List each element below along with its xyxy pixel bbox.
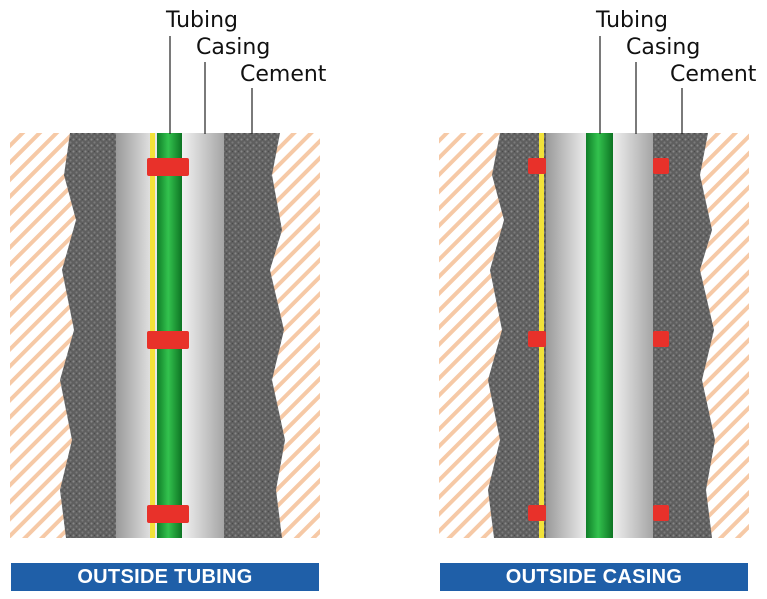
left-panel: Tubing Casing Cement bbox=[10, 8, 327, 538]
clamp bbox=[528, 331, 546, 347]
clamp bbox=[147, 158, 189, 176]
clamp bbox=[653, 505, 669, 521]
clamp bbox=[528, 158, 546, 174]
outside-casing-banner: OUTSIDE CASING bbox=[440, 563, 748, 591]
clamp bbox=[528, 505, 546, 521]
tubing-label: Tubing bbox=[165, 8, 238, 33]
cement-label: Cement bbox=[240, 62, 327, 87]
tubing bbox=[586, 133, 613, 538]
clamp bbox=[147, 505, 189, 523]
right-panel: Tubing Casing Cement bbox=[439, 8, 757, 538]
casing-label: Casing bbox=[626, 35, 700, 60]
clamp bbox=[147, 331, 189, 349]
casing-label: Casing bbox=[196, 35, 270, 60]
outside-tubing-banner: OUTSIDE TUBING bbox=[11, 563, 319, 591]
cement-label: Cement bbox=[670, 62, 757, 87]
tubing-label: Tubing bbox=[595, 8, 668, 33]
clamp bbox=[653, 158, 669, 174]
clamp bbox=[653, 331, 669, 347]
